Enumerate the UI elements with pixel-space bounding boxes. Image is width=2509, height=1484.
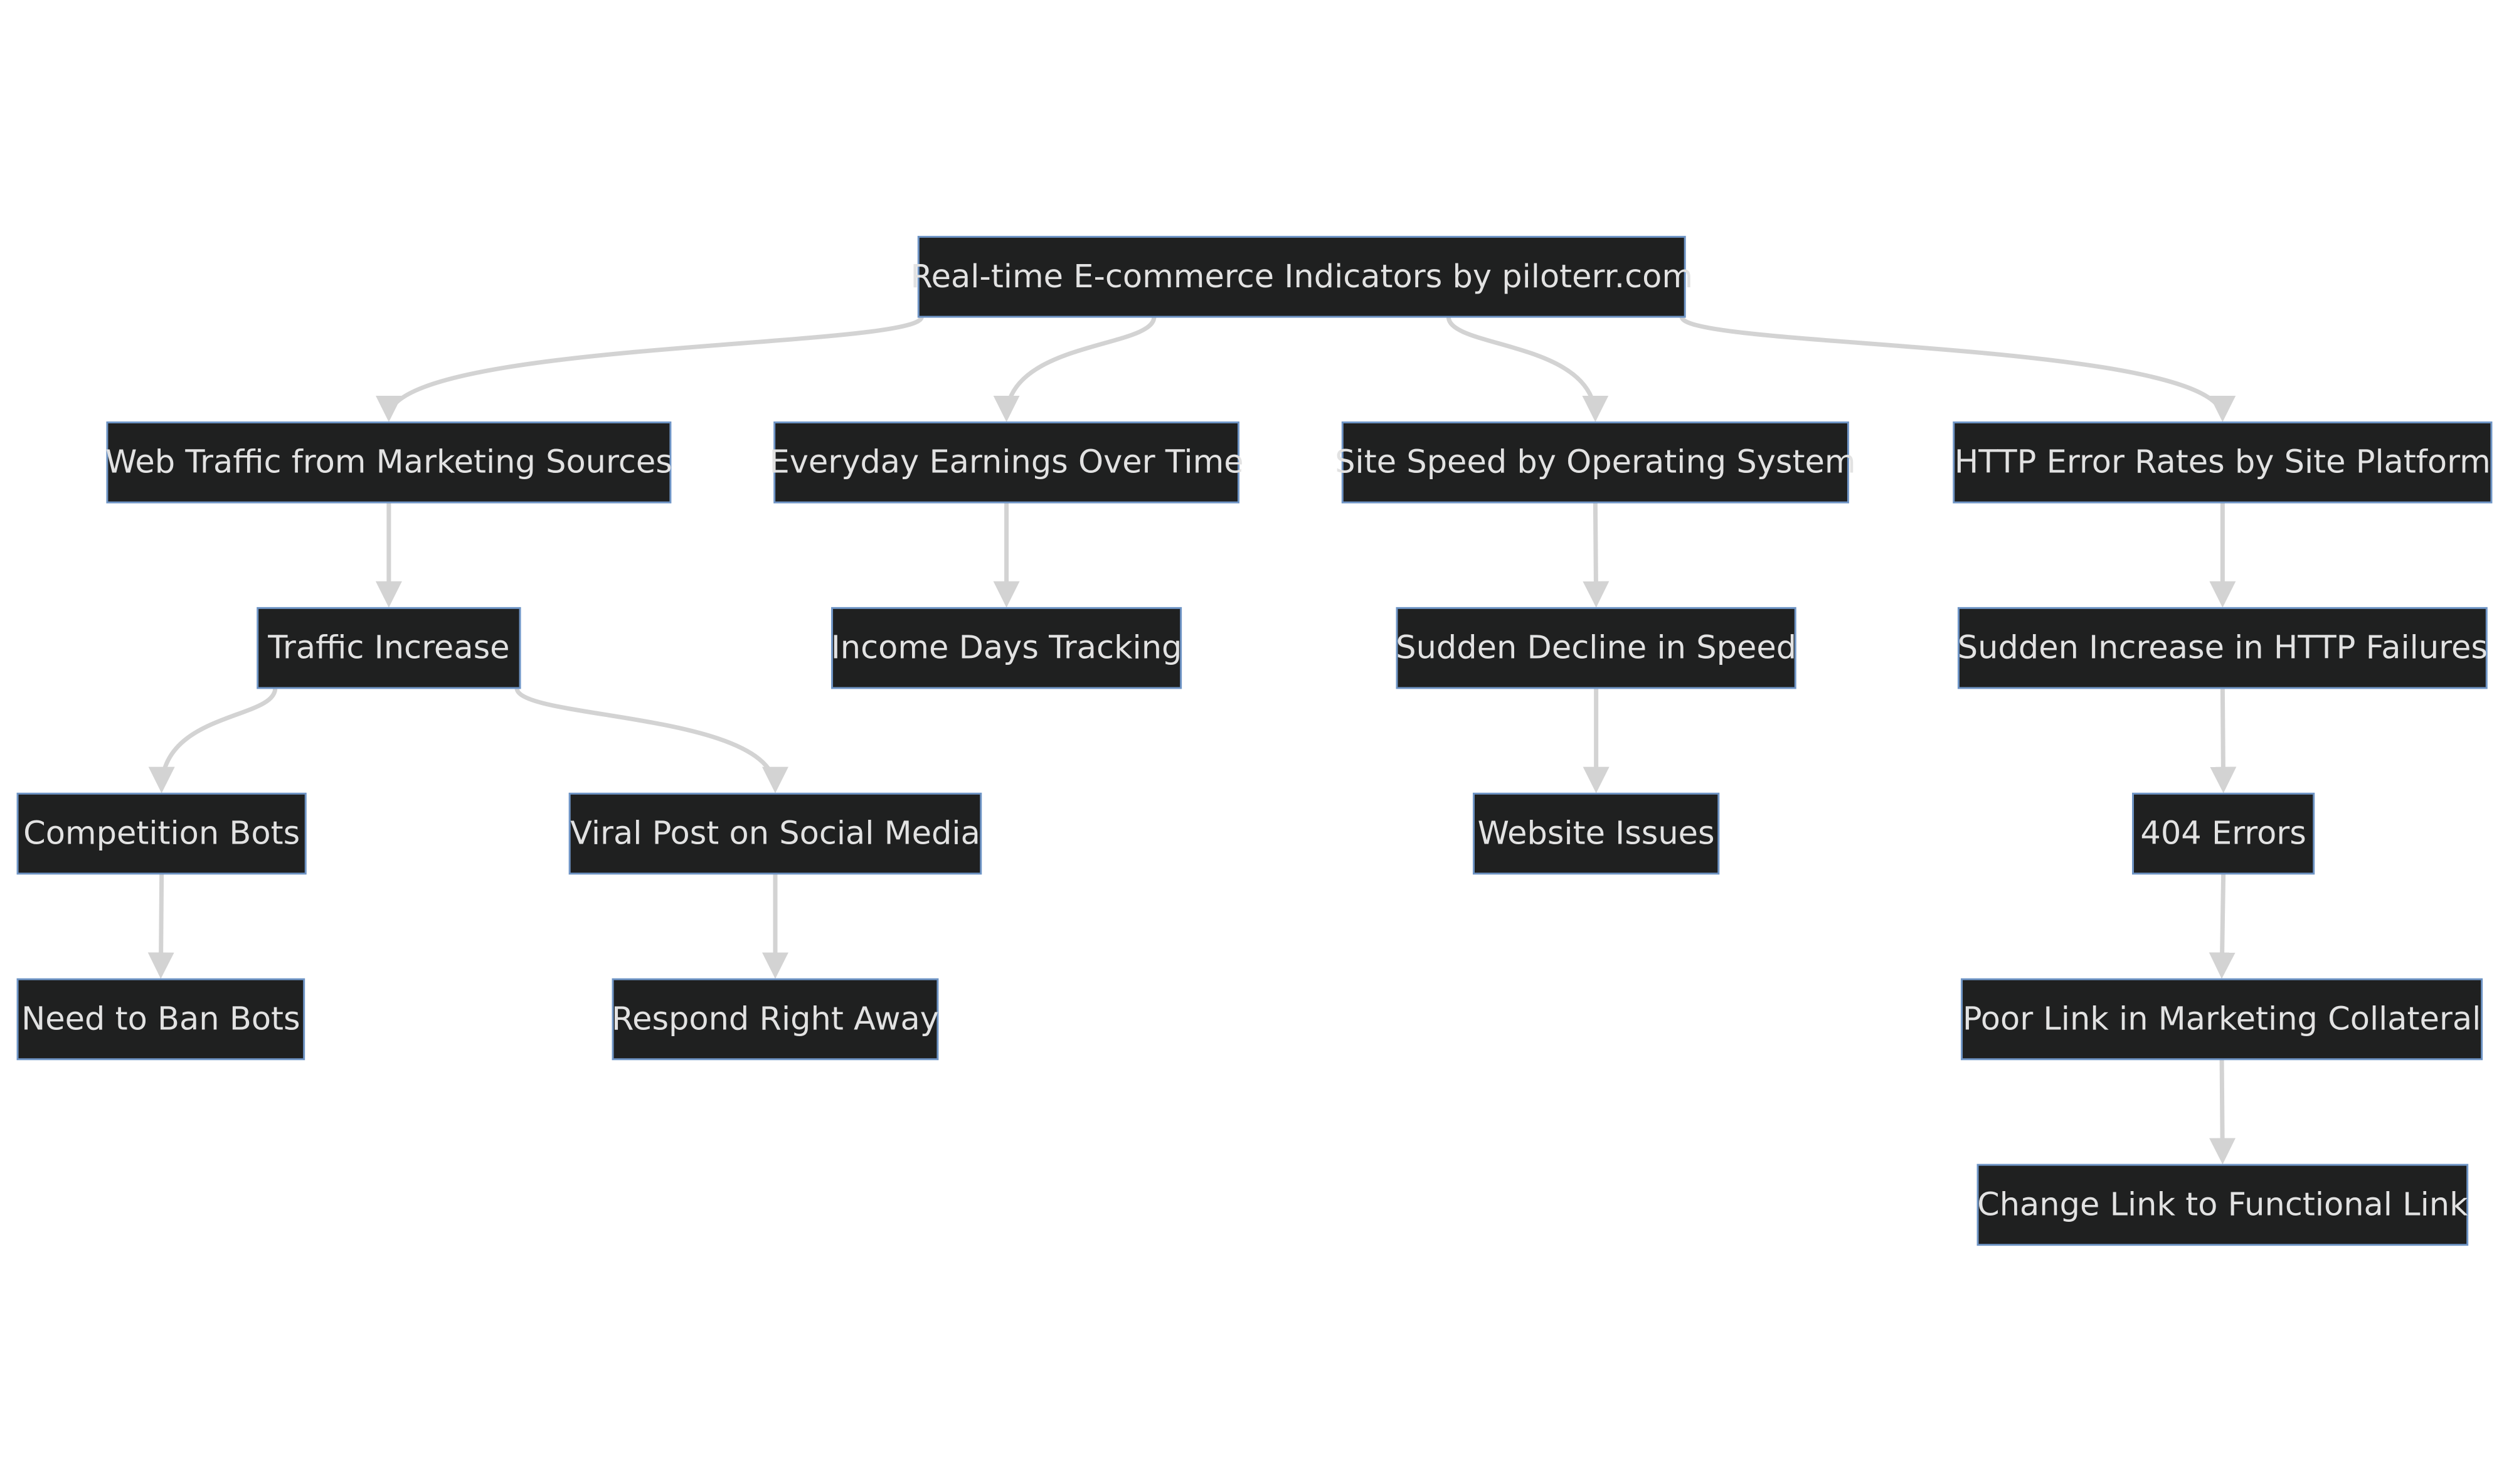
node-root: Real-time E-commerce Indicators by pilot…	[910, 236, 1693, 318]
node-traffic-increase: Traffic Increase	[257, 607, 521, 689]
node-income-days: Income Days Tracking	[831, 607, 1182, 689]
node-label: Sudden Decline in Speed	[1396, 630, 1796, 667]
node-box	[1961, 978, 2483, 1061]
node-site-speed: Site Speed by Operating System	[1335, 421, 1856, 504]
node-earnings: Everyday Earnings Over Time	[770, 421, 1244, 504]
node-box	[917, 236, 1686, 318]
node-label: Income Days Tracking	[831, 630, 1182, 667]
node-label: Website Issues	[1478, 815, 1715, 852]
node-label: Sudden Increase in HTTP Failures	[1958, 630, 2488, 667]
node-label: Everyday Earnings Over Time	[770, 444, 1244, 481]
node-box	[1976, 1163, 2469, 1246]
node-label: Need to Ban Bots	[21, 1001, 300, 1038]
node-box	[1341, 421, 1849, 504]
node-ban-bots: Need to Ban Bots	[16, 978, 305, 1061]
node-http-failures: Sudden Increase in HTTP Failures	[1957, 607, 2488, 689]
node-label: Poor Link in Marketing Collateral	[1963, 1001, 2481, 1038]
edge-arrow	[2209, 873, 2236, 979]
node-box	[612, 978, 939, 1061]
node-box	[1396, 607, 1796, 689]
node-box	[257, 607, 521, 689]
node-speed-decline: Sudden Decline in Speed	[1396, 607, 1796, 689]
node-competition-bots: Competition Bots	[16, 792, 307, 875]
node-label: 404 Errors	[2140, 815, 2306, 852]
node-label: HTTP Error Rates by Site Platform	[1955, 444, 2491, 481]
edge-arrow	[1583, 502, 1610, 608]
node-website-issues: Website Issues	[1472, 792, 1720, 875]
node-box	[106, 421, 672, 504]
node-poor-link: Poor Link in Marketing Collateral	[1961, 978, 2483, 1061]
node-label: Change Link to Functional Link	[1977, 1186, 2468, 1223]
node-label: Respond Right Away	[612, 1001, 939, 1038]
nodes-layer: Real-time E-commerce Indicators by pilot…	[16, 236, 2493, 1246]
node-label: Viral Post on Social Media	[570, 815, 980, 852]
node-box	[1953, 421, 2493, 504]
node-label: Traffic Increase	[267, 630, 509, 667]
node-box	[568, 792, 982, 875]
edge-arrow	[2210, 687, 2237, 793]
edge-arrow	[148, 687, 278, 793]
node-box	[773, 421, 1239, 504]
edge-arrow	[514, 687, 788, 793]
node-label: Site Speed by Operating System	[1335, 444, 1855, 481]
edge-arrow	[1679, 315, 2236, 422]
node-box	[1472, 792, 1720, 875]
edge-arrow	[1446, 316, 1609, 422]
node-errors-404: 404 Errors	[2132, 792, 2315, 875]
node-box	[16, 792, 307, 875]
node-http-errors: HTTP Error Rates by Site Platform	[1953, 421, 2493, 504]
edge-arrow	[376, 315, 924, 422]
node-box	[2132, 792, 2315, 875]
node-label: Real-time E-commerce Indicators by pilot…	[910, 258, 1693, 295]
node-viral-post: Viral Post on Social Media	[568, 792, 982, 875]
node-respond: Respond Right Away	[612, 978, 939, 1061]
node-box	[1957, 607, 2488, 689]
node-change-link: Change Link to Functional Link	[1976, 1163, 2469, 1246]
node-label: Competition Bots	[23, 815, 300, 852]
node-label: Web Traffic from Marketing Sources	[105, 444, 672, 481]
edges-layer	[147, 315, 2237, 1165]
node-web-traffic: Web Traffic from Marketing Sources	[105, 421, 672, 504]
node-box	[831, 607, 1182, 689]
node-box	[16, 978, 305, 1061]
edge-arrow	[993, 316, 1157, 422]
